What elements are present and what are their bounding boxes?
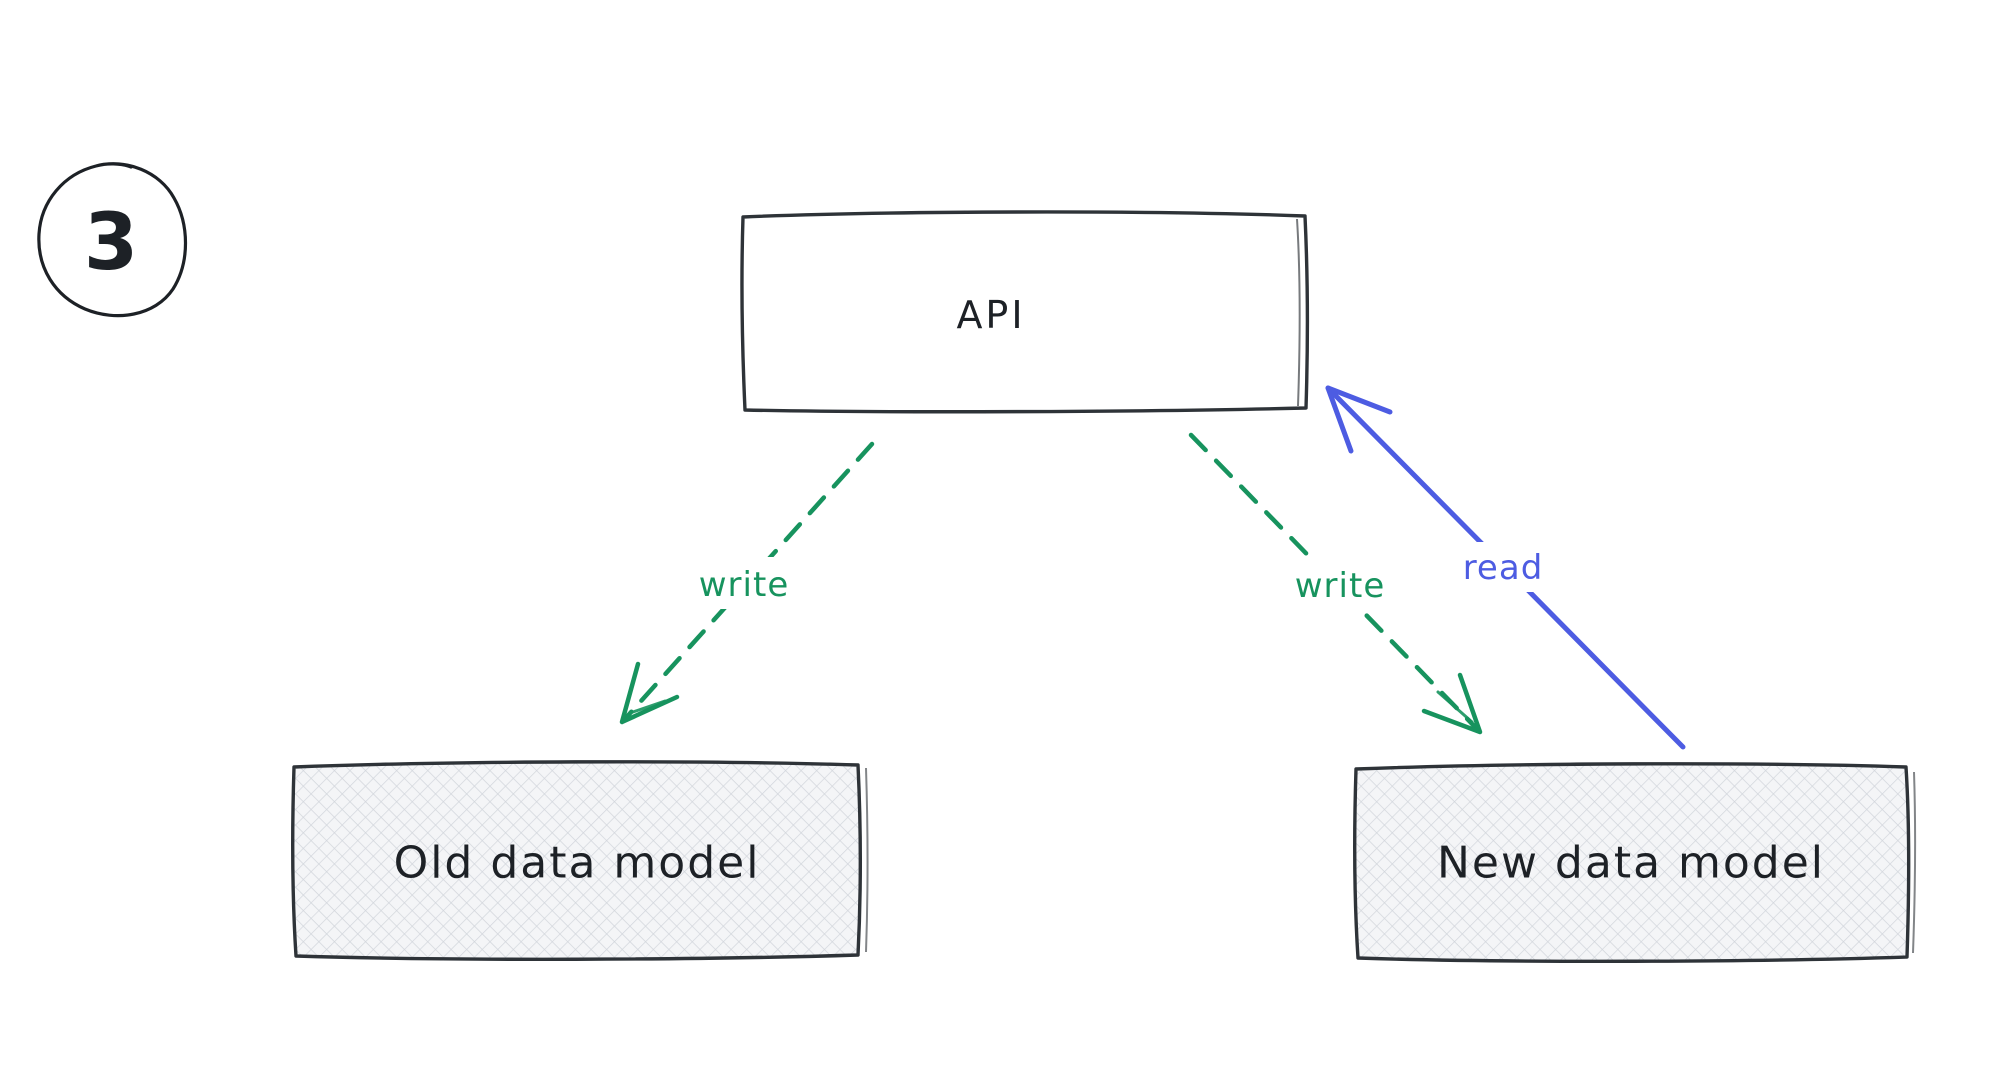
edge-write-api-to-new [1188,432,1483,735]
new-data-model-box-sketch-edge [1912,771,1917,954]
node-new-data-model: New data model [1352,762,1917,963]
node-api: API [740,210,1310,414]
step-badge: 3 [37,162,188,318]
write-right-label: write [1295,566,1385,606]
write-right-arrow-line [1188,432,1481,733]
old-data-model-label: Old data model [394,838,761,889]
edge-labels: write write read [686,542,1559,610]
write-left-arrowhead [619,661,680,725]
new-data-model-label: New data model [1437,838,1825,889]
write-left-label-bg [686,557,802,609]
write-right-label-bg [1281,558,1399,610]
api-box [740,210,1310,414]
step-badge-circle [37,162,188,318]
old-data-model-box-sketch-edge [865,767,869,953]
old-data-model-box [290,760,862,961]
read-arrowhead-sketch [1328,390,1346,436]
read-label: read [1463,548,1544,588]
step-badge-number: 3 [84,198,138,288]
api-box-sketch-edge [1296,218,1301,407]
write-right-arrowhead [1421,672,1483,735]
node-old-data-model: Old data model [290,760,869,961]
read-label-bg [1447,542,1559,592]
write-left-label: write [699,565,789,605]
write-left-arrowhead-sketch [628,699,667,715]
new-data-model-box [1352,762,1911,963]
api-label: API [956,293,1025,337]
write-right-arrowhead-sketch [1436,690,1474,724]
